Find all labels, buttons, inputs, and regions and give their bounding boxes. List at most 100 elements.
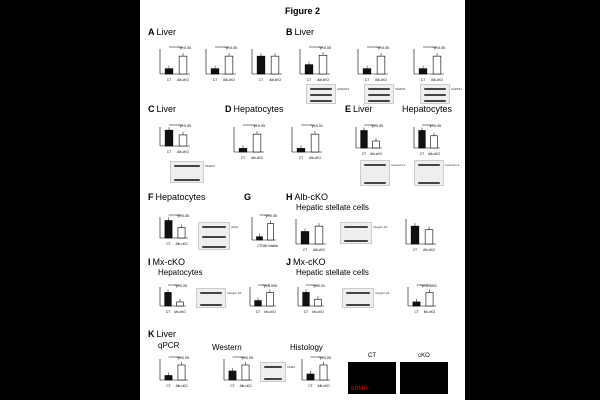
blot-label: Integrin-β1 bbox=[227, 291, 242, 295]
panel-title: Alb-cKO bbox=[294, 192, 329, 202]
category-label: CT bbox=[257, 244, 261, 248]
blot-label: pSMAD3 bbox=[337, 87, 350, 91]
blot-label: GAPDH bbox=[451, 87, 462, 91]
bar bbox=[256, 236, 263, 241]
blot-band bbox=[202, 236, 226, 238]
category-label: Alb-cKO bbox=[428, 152, 440, 156]
blot-band bbox=[418, 164, 440, 166]
category-label: CT bbox=[166, 310, 170, 314]
bar bbox=[270, 55, 280, 75]
category-label: CT bbox=[167, 150, 171, 154]
panel-letter: E bbox=[345, 104, 352, 114]
panel-letter: I bbox=[148, 257, 151, 267]
blot-label: αSMA bbox=[287, 365, 296, 369]
bar bbox=[267, 223, 274, 241]
p-value-label: *p<0.05 bbox=[179, 124, 192, 128]
bar-chart-h: CT Alb-cKO bbox=[295, 219, 326, 252]
category-label: Alb-cKO bbox=[177, 150, 189, 154]
blot-band bbox=[346, 304, 370, 306]
p-value-label: *p<0.05 bbox=[371, 124, 384, 128]
bar bbox=[224, 55, 234, 75]
category-label: CT bbox=[230, 384, 234, 388]
panel-sublabel: Histology bbox=[290, 343, 323, 352]
panel-title: Hepatocytes bbox=[233, 104, 284, 114]
p-value-label: *p<0.05 bbox=[429, 124, 442, 128]
bar bbox=[372, 140, 380, 149]
bar bbox=[266, 292, 274, 307]
western-blot: Caveolin-1 bbox=[360, 160, 405, 186]
panel-letter: F bbox=[148, 192, 154, 202]
blot-label: Caveolin-1 bbox=[445, 163, 460, 167]
bar bbox=[318, 54, 328, 75]
bar bbox=[314, 298, 322, 307]
panel-letter: K bbox=[148, 329, 155, 339]
panel-sublabel: qPCR bbox=[158, 341, 180, 350]
category-label: Mx-cKO bbox=[174, 310, 186, 314]
p-value-label: *p<0.05 bbox=[319, 46, 332, 50]
histology-ct-image: CT αSMA bbox=[348, 353, 396, 394]
bar bbox=[306, 373, 315, 381]
bar bbox=[252, 133, 262, 153]
bar bbox=[418, 130, 426, 149]
western-blot: Integrin-β1 bbox=[342, 288, 389, 308]
bar bbox=[360, 130, 368, 149]
category-label: Alb-cKO bbox=[223, 78, 235, 82]
panel-title: Liver bbox=[156, 104, 177, 114]
bar bbox=[418, 68, 428, 75]
category-label: CT bbox=[166, 384, 170, 388]
p-value-label: *p<0.01 bbox=[311, 124, 324, 128]
blot-label: Caveolin-1 bbox=[391, 163, 406, 167]
blot-label: SMAD7 bbox=[205, 164, 216, 168]
western-blot: αSMA bbox=[260, 362, 295, 382]
category-label: CT bbox=[308, 384, 312, 388]
category-label: CT bbox=[362, 152, 366, 156]
p-value-label: *p<0.05 bbox=[175, 284, 188, 288]
blot-label: Integrin-β1 bbox=[375, 291, 390, 295]
category-label: CT bbox=[166, 242, 170, 246]
p-value-label: *p<0.005 bbox=[263, 284, 278, 288]
blot-band bbox=[264, 366, 282, 368]
category-label: Alb-cKO bbox=[431, 78, 443, 82]
blot-band bbox=[424, 94, 446, 96]
bar bbox=[164, 375, 173, 381]
western-blot: pFAK bbox=[198, 222, 238, 250]
category-label: CT bbox=[167, 78, 171, 82]
bar bbox=[178, 55, 188, 75]
bar bbox=[296, 148, 306, 153]
blot-band bbox=[202, 226, 226, 228]
category-label: CT bbox=[304, 310, 308, 314]
panel-title: Hepatocytes bbox=[402, 104, 453, 114]
p-value-label: *p<0.05 bbox=[433, 46, 446, 50]
bar bbox=[238, 148, 248, 153]
category-label: Alb-cKO bbox=[317, 78, 329, 82]
bar bbox=[178, 134, 188, 147]
category-label: CT bbox=[303, 248, 307, 252]
p-value-label: *p<0.05 bbox=[225, 46, 238, 50]
western-blot: Integrin-β1 bbox=[196, 288, 241, 308]
bar bbox=[432, 55, 442, 75]
bar bbox=[177, 227, 186, 239]
category-label: CT bbox=[259, 78, 263, 82]
blot-band bbox=[344, 240, 368, 242]
panel-letter: A bbox=[148, 27, 155, 37]
category-label: Alb-cKO bbox=[240, 384, 252, 388]
category-label: Alb-cKO bbox=[313, 248, 325, 252]
bar bbox=[164, 129, 174, 147]
blot-band bbox=[310, 88, 332, 90]
